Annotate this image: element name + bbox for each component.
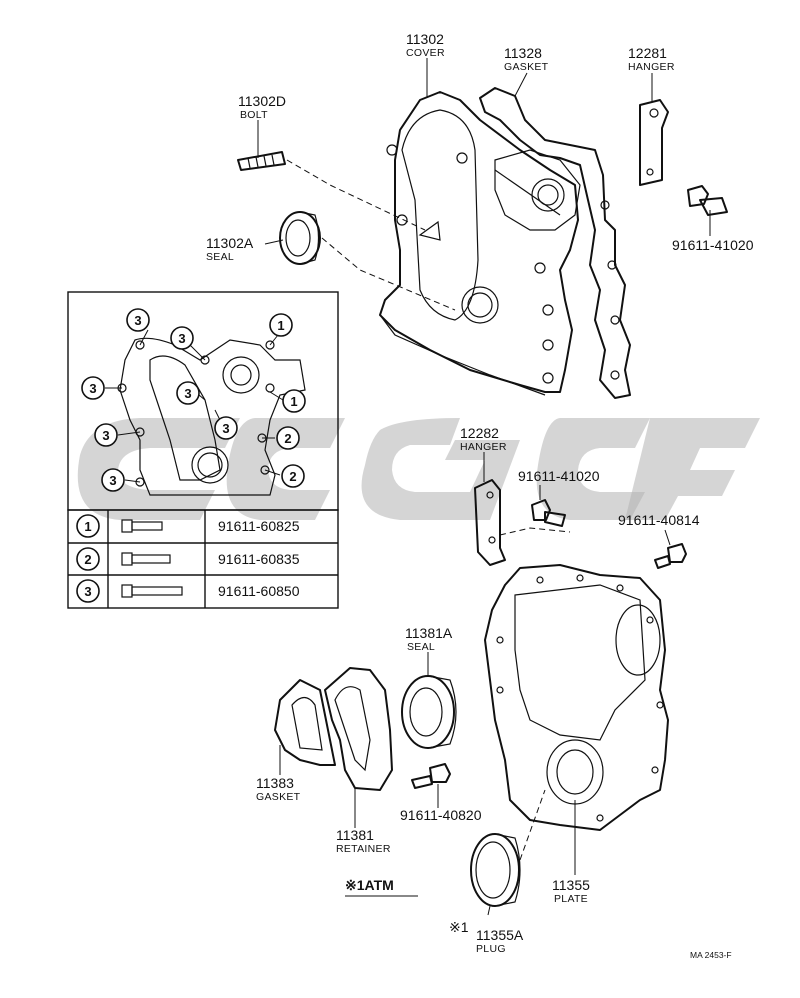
callout-circle xyxy=(281,464,305,488)
assembly-line-hanger xyxy=(499,527,571,536)
rear-gasket xyxy=(274,679,336,766)
callout-circle xyxy=(126,308,150,332)
label-plate-name: PLATE xyxy=(554,893,588,905)
table-part-number: 91611-60835 xyxy=(218,551,300,567)
label-leaders xyxy=(257,58,711,916)
flange-bolt-top xyxy=(687,185,728,216)
flange-bolt-mid-right xyxy=(654,543,687,569)
table-part-number: 91611-60850 xyxy=(218,583,300,599)
table-key-circle xyxy=(76,579,100,603)
callout-circle xyxy=(176,381,200,405)
callout-label: 2 xyxy=(289,469,296,484)
callout-label: 1 xyxy=(290,394,297,409)
inset-callouts: 3 3 1 3 3 1 3 3 2 3 2 xyxy=(81,308,306,492)
label-plug-prefix: ※1 xyxy=(449,919,469,935)
rear-plate xyxy=(484,564,669,831)
label-plate-number: 11355 xyxy=(552,877,590,893)
callout-circle xyxy=(269,313,293,337)
label-cover-name: COVER xyxy=(406,47,445,59)
flange-bolt-rear xyxy=(411,763,451,789)
timing-cover xyxy=(379,91,581,396)
label-hanger-top-name: HANGER xyxy=(628,61,675,73)
label-bolt-mid-right: 91611-40814 xyxy=(618,512,700,528)
table-key: 1 xyxy=(84,519,91,534)
label-gasket-top-number: 11328 xyxy=(504,45,542,61)
rear-seal xyxy=(401,675,457,749)
callout-circle xyxy=(276,426,300,450)
label-cover-number: 11302 xyxy=(406,31,444,47)
label-plug-number: 11355A xyxy=(476,927,524,943)
label-gasket-rear-number: 11383 xyxy=(256,775,294,791)
hanger-mid xyxy=(474,479,506,566)
front-seal xyxy=(279,211,321,265)
callout-label: 3 xyxy=(184,386,191,401)
label-bolt-top-right: 91611-41020 xyxy=(672,237,754,253)
callout-circle xyxy=(282,389,306,413)
callout-label: 2 xyxy=(284,431,291,446)
bolt-location-inset xyxy=(67,291,339,511)
label-gasket-rear-name: GASKET xyxy=(256,791,301,803)
assembly-line-seal xyxy=(321,237,456,311)
hanger-top xyxy=(639,99,669,186)
part-labels: 11302 COVER 11328 GASKET 12281 HANGER 11… xyxy=(206,31,754,960)
label-plug-name: PLUG xyxy=(476,943,506,955)
table-key: 3 xyxy=(84,584,91,599)
callout-circle xyxy=(101,468,125,492)
label-bolt-name: BOLT xyxy=(240,109,268,121)
table-key: 2 xyxy=(84,552,91,567)
stud-bolt xyxy=(237,151,286,171)
retainer xyxy=(324,667,393,791)
callout-label: 3 xyxy=(222,421,229,436)
label-hanger-mid-name: HANGER xyxy=(460,441,507,453)
label-seal-rear-number: 11381A xyxy=(405,625,453,641)
callout-label: 3 xyxy=(134,313,141,328)
label-gasket-top-name: GASKET xyxy=(504,61,549,73)
table-part-number: 91611-60825 xyxy=(218,518,300,534)
bolt-long-icon xyxy=(121,584,183,598)
callout-label: 3 xyxy=(102,428,109,443)
callout-circle xyxy=(214,416,238,440)
assembly-line-plug xyxy=(519,789,546,861)
callout-label: 3 xyxy=(89,381,96,396)
label-retainer-number: 11381 xyxy=(336,827,374,843)
label-seal-rear-name: SEAL xyxy=(407,641,435,653)
label-seal-top-number: 11302A xyxy=(206,235,254,251)
label-hanger-mid-number: 12282 xyxy=(460,425,499,441)
callout-circle xyxy=(94,423,118,447)
bolt-table: 1 91611-60825 2 91611-60835 3 91611-6085… xyxy=(67,509,339,609)
plug xyxy=(470,833,521,907)
label-bolt-rear: 91611-40820 xyxy=(400,807,482,823)
callout-label: 1 xyxy=(277,318,284,333)
callout-circle xyxy=(81,376,105,400)
callout-label: 3 xyxy=(109,473,116,488)
figure-code: MA 2453-F xyxy=(690,950,732,960)
bolt-short-icon xyxy=(121,519,163,533)
label-bolt-number: 11302D xyxy=(238,93,286,109)
callout-label: 3 xyxy=(178,331,185,346)
label-seal-top-name: SEAL xyxy=(206,251,234,263)
label-retainer-name: RETAINER xyxy=(336,843,391,855)
bolt-medium-icon xyxy=(121,552,171,566)
label-hanger-top-number: 12281 xyxy=(628,45,667,61)
label-bolt-mid: 91611-41020 xyxy=(518,468,600,484)
watermark-logo xyxy=(77,418,760,520)
table-key-circle xyxy=(76,547,100,571)
flange-bolt-mid xyxy=(531,499,566,527)
assembly-line-bolt xyxy=(286,159,426,231)
cover-gasket xyxy=(479,87,631,399)
callout-circle xyxy=(170,326,194,350)
table-key-circle xyxy=(76,514,100,538)
note-atm: ※1ATM xyxy=(345,877,394,893)
